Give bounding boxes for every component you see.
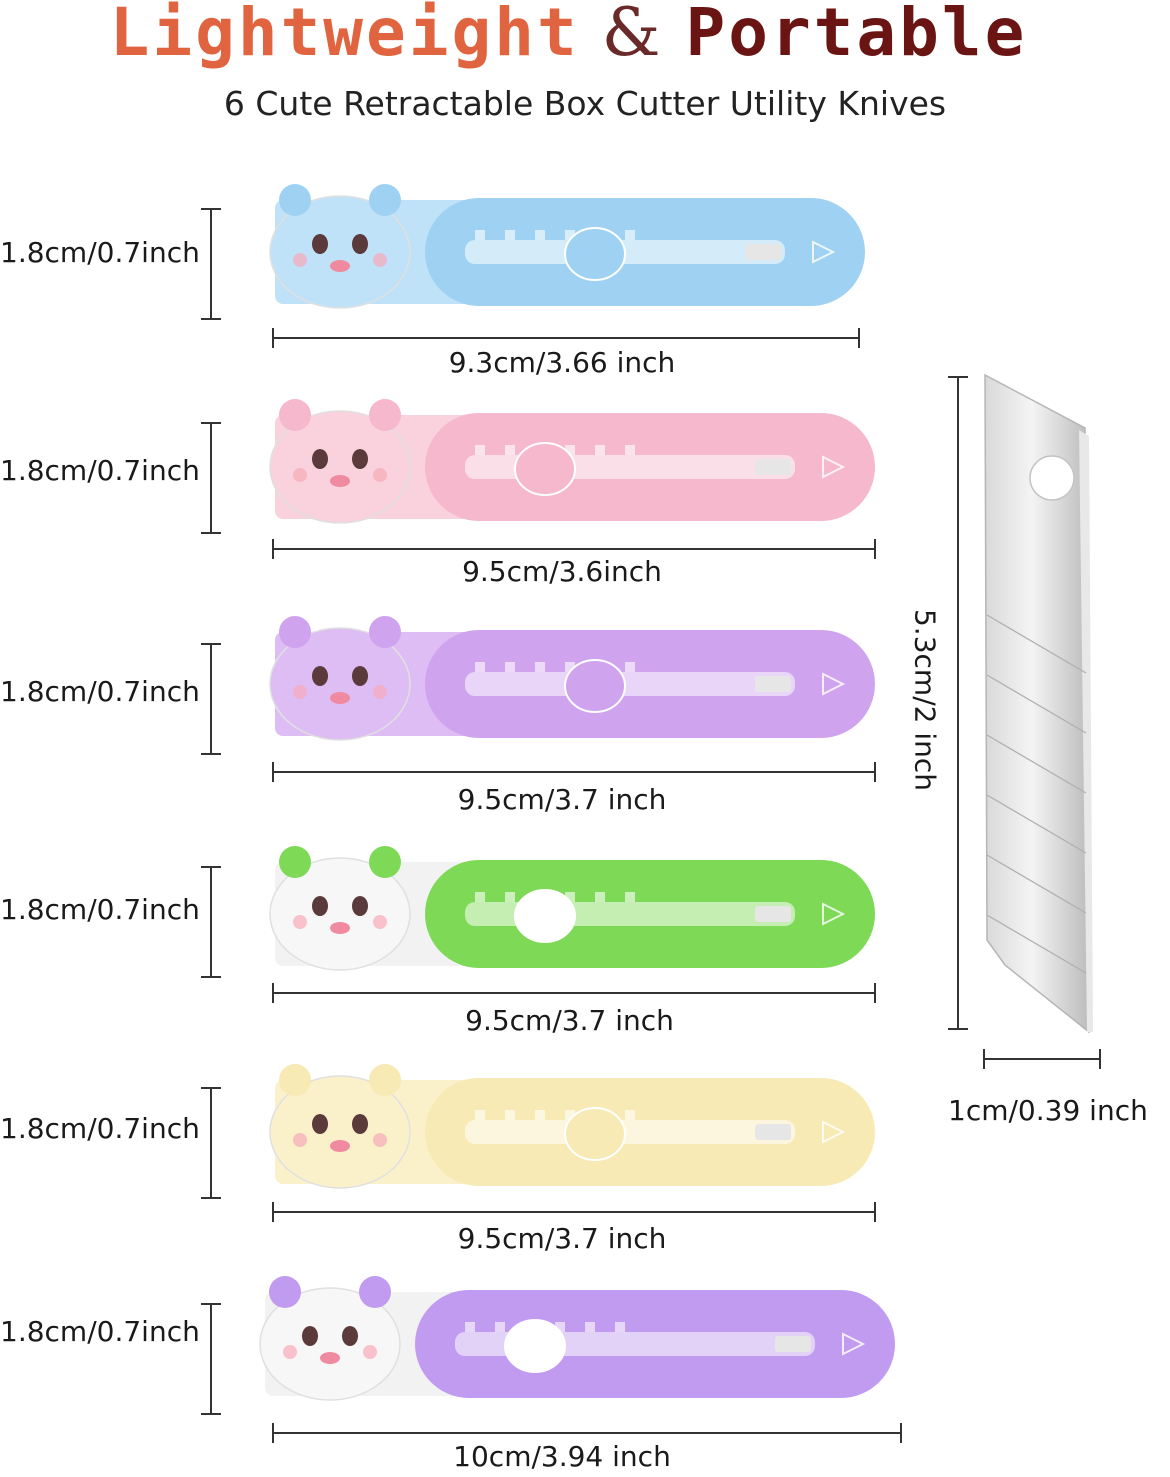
knife-1-width-label: 9.3cm/3.66 inch <box>448 346 676 379</box>
knife-1-bunny-figure <box>269 184 411 309</box>
knife-5-height-dimension <box>201 1087 221 1199</box>
knife-2-height-label: 1.8cm/0.7inch <box>0 454 200 487</box>
knife-1-height-label: 1.8cm/0.7inch <box>0 236 200 269</box>
knife-6-width-dimension <box>272 1423 902 1443</box>
knife-2-pink-bear-figure <box>269 399 411 524</box>
knife-2-width-label: 9.5cm/3.6inch <box>462 555 662 588</box>
knife-6-height-label: 1.8cm/0.7inch <box>0 1315 200 1348</box>
knife-4-height-label: 1.8cm/0.7inch <box>0 893 200 926</box>
blade-height-dimension <box>948 376 968 1030</box>
blade-width-label: 1cm/0.39 inch <box>948 1094 1148 1127</box>
knife-4-image <box>269 846 875 971</box>
knife-5-width-label: 9.5cm/3.7 inch <box>457 1222 667 1255</box>
knife-4-height-dimension <box>201 866 221 978</box>
knife-5-width-dimension <box>272 1202 876 1222</box>
knife-2-width-dimension <box>272 539 876 559</box>
page-title: Lightweight&Portable <box>0 0 1137 71</box>
knife-4-width-dimension <box>272 983 876 1003</box>
knife-3-width-dimension <box>272 762 876 782</box>
knife-3-height-label: 1.8cm/0.7inch <box>0 675 200 708</box>
title-ampersand: & <box>601 0 664 71</box>
knife-6-witch-figure <box>259 1276 401 1401</box>
knife-1-width-dimension <box>272 328 860 348</box>
blade-height-label: 5.3cm/2 inch <box>908 608 942 792</box>
title-portable: Portable <box>685 0 1028 71</box>
knife-2-image <box>269 399 875 524</box>
title-lightweight: Lightweight <box>109 0 580 71</box>
knife-4-width-label: 9.5cm/3.7 inch <box>465 1004 674 1037</box>
blade-image <box>984 373 1093 1034</box>
knife-1-image <box>269 184 865 309</box>
knife-3-height-dimension <box>201 643 221 755</box>
blade-width-dimension <box>983 1049 1101 1069</box>
knife-6-width-label: 10cm/3.94 inch <box>453 1440 671 1473</box>
knife-6-image <box>259 1276 895 1401</box>
knife-5-height-label: 1.8cm/0.7inch <box>0 1112 200 1145</box>
knife-3-purple-bear-figure <box>269 616 411 741</box>
page-subtitle: 6 Cute Retractable Box Cutter Utility Kn… <box>223 84 947 123</box>
knife-5-image <box>269 1064 875 1189</box>
knife-3-image <box>269 616 875 741</box>
knife-3-width-label: 9.5cm/3.7 inch <box>457 783 667 816</box>
knife-2-height-dimension <box>201 422 221 534</box>
knife-6-height-dimension <box>201 1303 221 1415</box>
knife-4-frog-figure <box>269 846 411 971</box>
knife-1-height-dimension <box>201 208 221 320</box>
knife-5-lion-figure <box>269 1064 411 1189</box>
